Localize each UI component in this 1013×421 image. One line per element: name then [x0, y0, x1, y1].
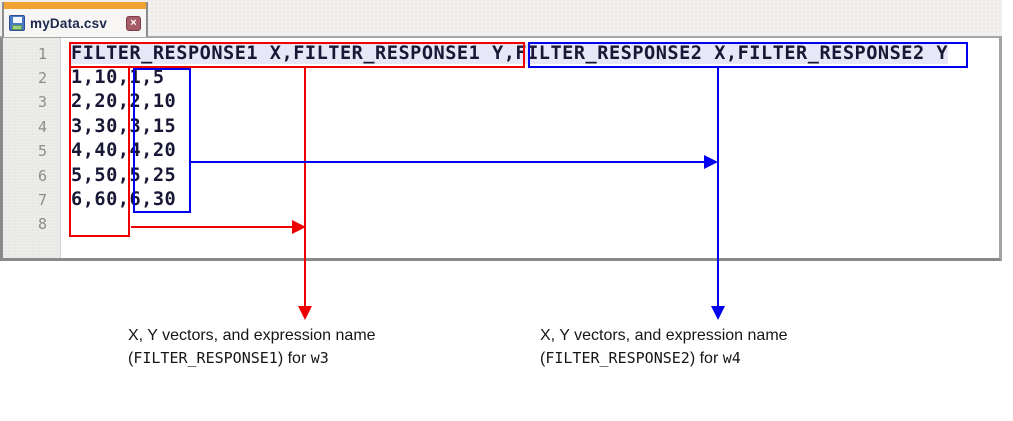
- caption-expression-name: FILTER_RESPONSE1: [133, 349, 278, 367]
- csv-data-line[interactable]: 1,10,1,5: [71, 67, 165, 88]
- editor-area[interactable]: 1 2 3 4 5 6 7 8 FILTER_RESPONSE1 X,FILTE…: [0, 37, 1002, 261]
- tab-mydata-csv[interactable]: myData.csv ×: [2, 2, 148, 37]
- active-tab-accent: [4, 2, 146, 9]
- csv-data-line[interactable]: 3,30,3,15: [71, 116, 177, 137]
- csv-data-line[interactable]: 2,20,2,10: [71, 91, 177, 112]
- caption-filter-response2: X, Y vectors, and expression name (FILTE…: [540, 324, 788, 370]
- tab-title: myData.csv: [30, 15, 108, 31]
- caption-paren-open: (: [540, 350, 546, 367]
- line-number-gutter: 1 2 3 4 5 6 7 8: [3, 38, 61, 258]
- line-number: 8: [37, 215, 47, 233]
- csv-header-text: FILTER_RESPONSE1 X,FILTER_RESPONSE1 Y,FI…: [71, 43, 949, 64]
- line-number: 7: [37, 191, 47, 209]
- close-icon[interactable]: ×: [126, 15, 141, 31]
- caption-line1: X, Y vectors, and expression name: [540, 327, 788, 344]
- blue-down-arrowhead: [711, 306, 725, 320]
- caption-target-window: w3: [310, 349, 329, 367]
- caption-expression-name: FILTER_RESPONSE2: [545, 349, 690, 367]
- caption-for-text: ) for: [277, 350, 311, 367]
- line-number: 3: [37, 93, 47, 111]
- caption-line1: X, Y vectors, and expression name: [128, 327, 376, 344]
- line-number: 6: [37, 167, 47, 185]
- csv-data-line[interactable]: 6,60,6,30: [71, 189, 177, 210]
- csv-data-line[interactable]: 5,50,5,25: [71, 165, 177, 186]
- caption-paren-open: (: [128, 350, 134, 367]
- save-icon: [9, 15, 25, 31]
- csv-header-line[interactable]: FILTER_RESPONSE1 X,FILTER_RESPONSE1 Y,FI…: [71, 42, 949, 66]
- tab-bar: myData.csv ×: [0, 0, 1002, 37]
- caption-for-text: ) for: [689, 350, 723, 367]
- line-number: 5: [37, 142, 47, 160]
- red-down-arrowhead: [298, 306, 312, 320]
- line-number: 2: [37, 69, 47, 87]
- caption-filter-response1: X, Y vectors, and expression name (FILTE…: [128, 324, 376, 370]
- csv-data-line[interactable]: 4,40,4,20: [71, 140, 177, 161]
- caption-target-window: w4: [722, 349, 741, 367]
- line-number: 4: [37, 118, 47, 136]
- line-number: 1: [37, 45, 47, 63]
